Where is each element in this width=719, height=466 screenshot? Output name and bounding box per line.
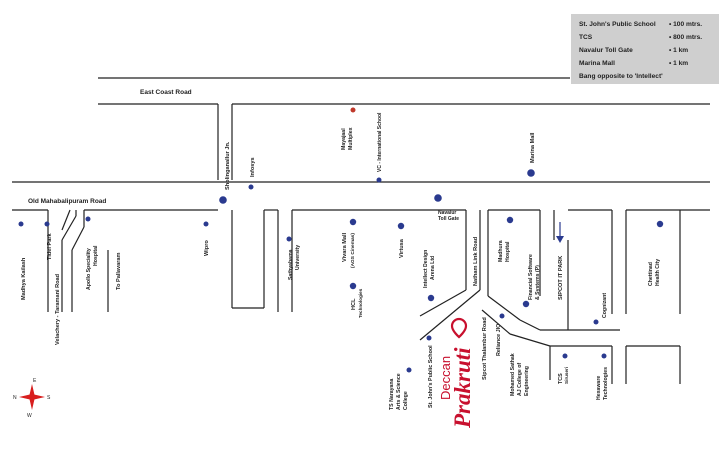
marker-vivira-mall (349, 218, 357, 226)
label-chettinad-1: Chettinad (648, 262, 654, 286)
legend-distance: • 800 mtrs. (669, 34, 703, 41)
legend-row: St. John's Public School • 100 mtrs. (579, 21, 715, 32)
label-vivira-mall: Vivara Mall (342, 232, 348, 262)
label-financial-2: & Systems (P) (535, 265, 541, 300)
marker-vc-school (376, 177, 382, 183)
marker-intellect (427, 294, 435, 302)
marker-marina-mall (527, 169, 535, 177)
legend-distance: • 100 mtrs. (669, 21, 703, 28)
brand-line1: Deccan (438, 356, 453, 400)
marker-apollo (85, 216, 91, 222)
label-velachery: Velachery - Taramani Road (55, 273, 61, 345)
compass-rose-icon: E S N W (13, 378, 51, 419)
label-sathak-1: Mohamed Sathak (510, 353, 516, 396)
marker-kailash (18, 221, 24, 227)
label-apollo-2: Hospital (93, 245, 99, 266)
label-intellect-1: Intellect Design (423, 250, 429, 288)
marker-tidel (44, 221, 50, 227)
marker-toll-gate (434, 194, 442, 202)
legend-place: St. John's Public School (579, 21, 656, 28)
label-natham: Natham Link Road (473, 236, 479, 286)
marker-hexaware (601, 353, 607, 359)
label-pallavaram: To Pallavaram (116, 252, 122, 290)
legend-row: Navalur Toll Gate • 1 km (579, 47, 715, 58)
road-network (12, 77, 710, 384)
label-intellect-2: Arena Ltd (430, 256, 436, 280)
marker-sathyabama (286, 236, 292, 242)
legend-row: Marina Mall • 1 km (579, 60, 715, 71)
label-hexaware-2: Technologies (603, 367, 609, 400)
marker-reliance (499, 313, 505, 319)
marker-mayajaal (350, 107, 356, 113)
marker-chettinad (656, 220, 664, 228)
sipcot-arrow-head (556, 236, 564, 243)
marker-infosys (248, 184, 254, 190)
label-ts-narayana-2: Arts & Science (396, 373, 402, 410)
marker-tcs (562, 353, 568, 359)
location-pin-icon (450, 317, 468, 339)
label-ts-narayana-1: TS Narayana (389, 378, 395, 410)
label-vivira-sub: (AGS Cinemas) (350, 233, 356, 268)
legend-place: Navalur Toll Gate (579, 47, 633, 54)
label-financial-1: Financial Software (528, 254, 534, 300)
label-infosys: Infosys (250, 157, 256, 177)
label-virtusa: Virtusa (399, 238, 405, 258)
legend-distance: • 1 km (669, 47, 689, 54)
label-sathak-2: AJ College of (517, 363, 523, 396)
brand-line2: Prakruti (450, 347, 475, 429)
marker-virtusa (397, 222, 405, 230)
compass-e: E (33, 378, 37, 384)
label-hexaware-1: Hexaware (596, 376, 602, 400)
marker-madhura (506, 216, 514, 224)
marker-sholinganallur (219, 196, 227, 204)
legend-note: Bang opposite to 'Intellect' (579, 73, 663, 80)
label-madhura-2: Hospital (505, 241, 511, 262)
label-omr: Old Mahabalipuram Road (28, 198, 106, 205)
label-siruseri-road: Sipcot Thalambur Road (482, 317, 488, 380)
legend-distance: • 1 km (669, 60, 689, 67)
label-reliance: Reliance JIO (496, 324, 502, 356)
label-sipcot: SIPCOT IT PARK (558, 256, 564, 300)
marker-hcl (349, 282, 357, 290)
marker-wipro (203, 221, 209, 227)
label-vc-school: VC - International School (377, 112, 383, 172)
label-hcl-sub: Technologies (358, 288, 363, 318)
label-madhura-1: Madhura (498, 240, 504, 262)
label-sholinganallur: Sholinganallur Jn. (225, 141, 231, 190)
marker-stjohns (426, 335, 432, 341)
label-ecr: East Coast Road (140, 89, 192, 96)
label-mayajaal-2: Multiplex (348, 127, 354, 150)
label-wipro: Wipro (204, 240, 210, 256)
marker-cognizant (593, 319, 599, 325)
distance-legend-panel: St. John's Public School • 100 mtrs. TCS… (571, 14, 719, 84)
label-tcs: TCS (558, 373, 564, 384)
compass-w: W (27, 413, 32, 419)
label-sathak-3: Engineering (524, 366, 530, 396)
label-stjohns: St. John's Public School (428, 345, 434, 408)
label-kailash: Madhya Kailash (21, 257, 27, 300)
label-cognizant: Cognizant (602, 293, 608, 318)
legend-place: Marina Mall (579, 60, 615, 67)
label-marina-mall: Marina Mall (530, 132, 536, 163)
label-sathyabama-1: Sathyabama (288, 249, 294, 280)
label-ts-narayana-3: College (403, 391, 409, 410)
legend-place: TCS (579, 34, 593, 41)
label-toll-1: Navalur (438, 210, 456, 216)
marker-ts-narayana (406, 367, 412, 373)
label-sathyabama-2: University (295, 245, 301, 270)
marker-financial (522, 300, 530, 308)
label-tcs-sub: Siruseri (564, 367, 569, 384)
compass-s: S (47, 395, 51, 401)
label-tidel: Tidel Park (47, 232, 53, 260)
legend-row: TCS • 800 mtrs. (579, 34, 715, 45)
brand-logo: Deccan Prakruti (438, 317, 475, 429)
label-hcl: HCL (351, 298, 357, 310)
label-chettinad-2: Health City (655, 259, 661, 286)
label-toll-2: Toll Gate (438, 216, 459, 222)
label-apollo-1: Apollo Speciality (86, 248, 92, 290)
label-mayajaal-1: Mayajaal (341, 128, 347, 150)
compass-n: N (13, 395, 17, 401)
